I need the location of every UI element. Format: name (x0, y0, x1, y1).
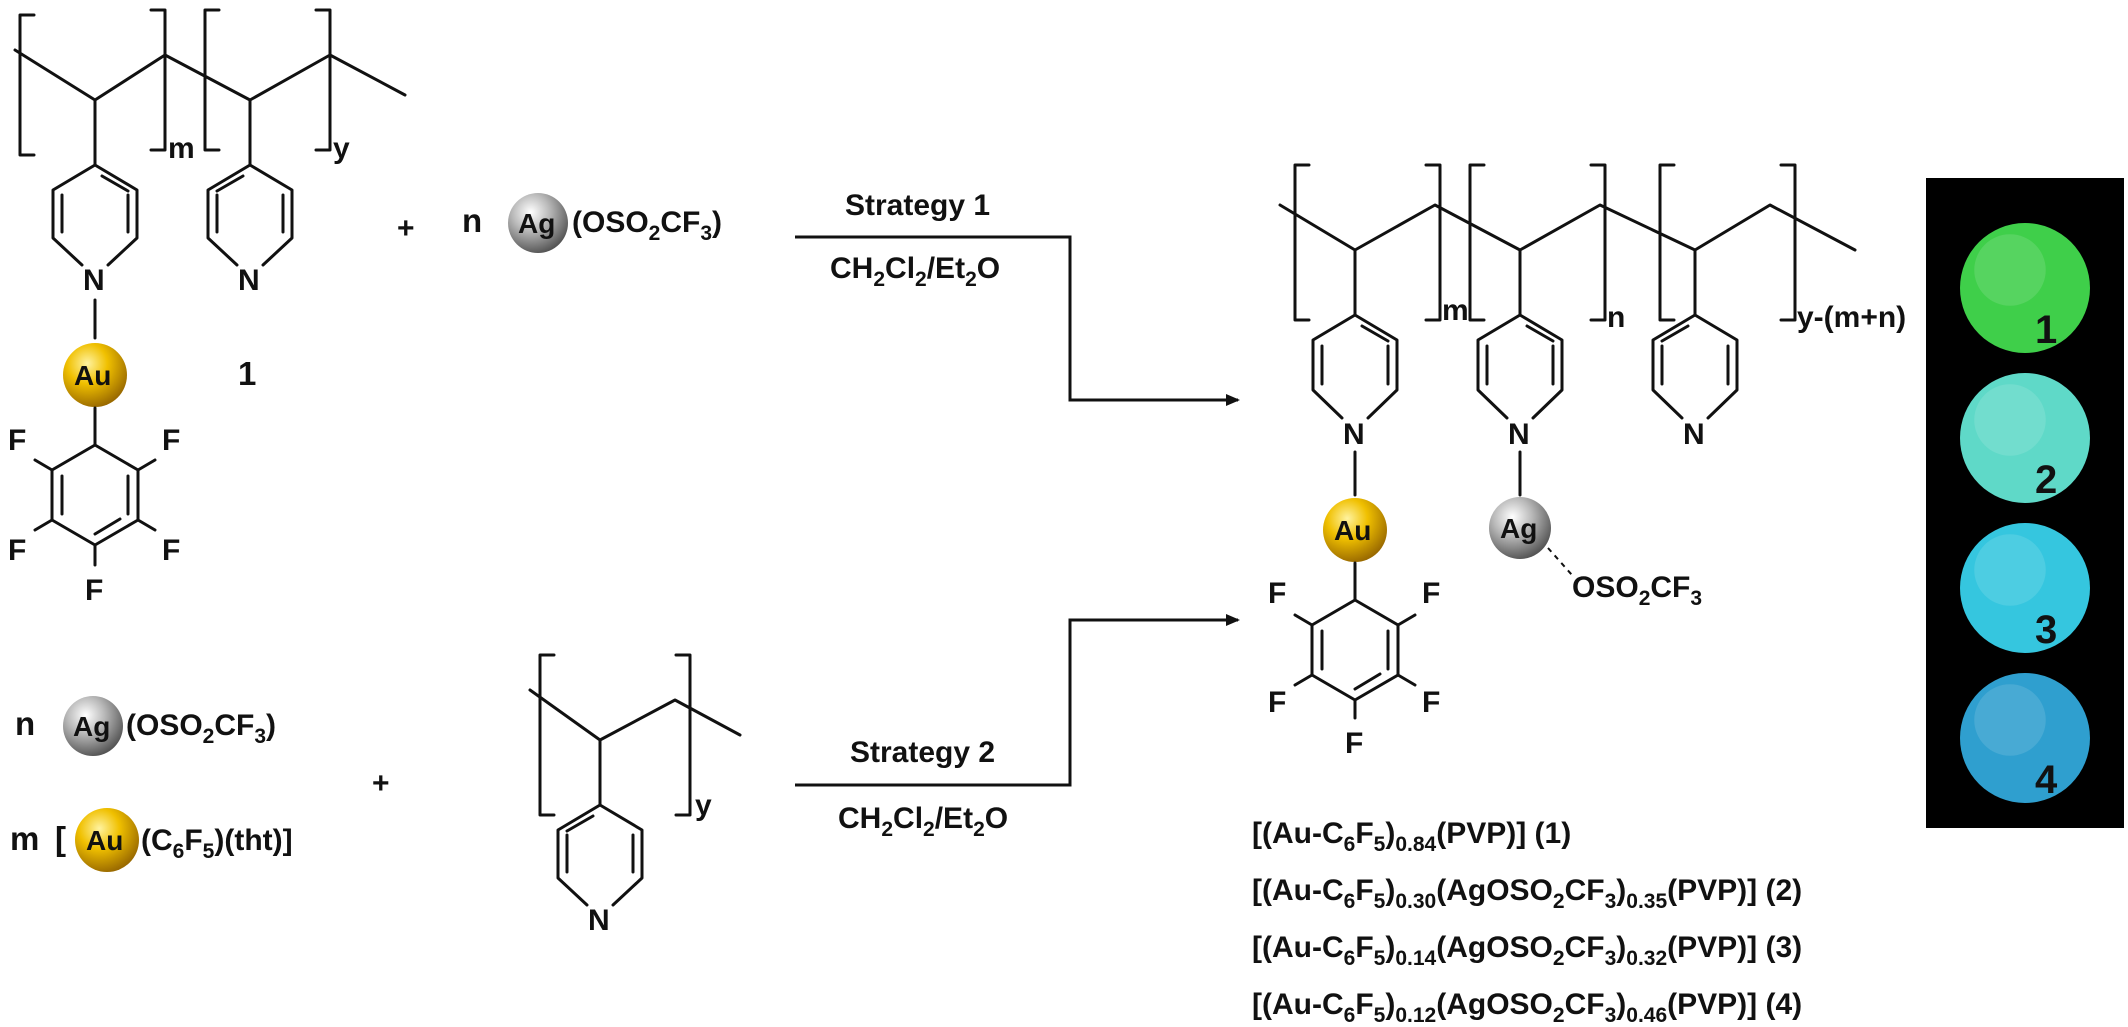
triflate-close: ) (712, 206, 722, 239)
index-n: n (1607, 301, 1625, 334)
nitrogen-label: N (1683, 418, 1705, 451)
silver-atom-icon (63, 696, 123, 756)
triflate-sub-3: 3 (700, 222, 712, 245)
fluorine-label: F (1345, 727, 1363, 760)
open-bracket: [ (55, 820, 66, 857)
silver-label: Ag (73, 711, 110, 742)
silver-triflate-reagent-1: n Ag (OSO2CF3) (462, 193, 722, 253)
strategy-1-arrow: Strategy 1 CH2Cl2/Et2O (795, 189, 1240, 406)
gold-reagent-formula: (C6F5)(tht)] (141, 824, 293, 863)
strategy-2-solvent: CH2Cl2/Et2O (838, 802, 1008, 841)
triflate-formula: (OSO2CF3) (126, 709, 276, 748)
nitrogen-label: N (1508, 418, 1530, 451)
nitrogen-label: N (238, 264, 260, 297)
silver-atom-icon (1489, 497, 1551, 559)
index-y: y (333, 132, 350, 165)
plus-sign: + (372, 767, 390, 800)
strategy-2-label: Strategy 2 (850, 736, 995, 769)
fluorine-label: F (8, 534, 26, 567)
index-y: y (695, 789, 712, 822)
fluorine-label: F (1268, 686, 1286, 719)
index-m: m (168, 132, 195, 165)
sample-disc (1960, 673, 2090, 803)
strategy-2-arrow: Strategy 2 CH2Cl2/Et2O (795, 614, 1240, 841)
gold-label: Au (74, 360, 111, 391)
fluorine-label: F (162, 534, 180, 567)
gold-label: Au (86, 825, 123, 856)
product-polymer: m n y-(m+n) N Au F F F F F N Ag OSO2CF3 (1268, 163, 1906, 760)
product-formulas: [(Au-C6F5)0.84(PVP)] (1) [(Au-C6F5)0.30(A… (1252, 817, 1802, 1027)
compound-number-1: 1 (238, 355, 256, 392)
sample-disc (1960, 523, 2090, 653)
index-y-minus-m-plus-n: y-(m+n) (1797, 301, 1906, 334)
index-m: m (1442, 294, 1469, 327)
triflate-part: (OSO (572, 206, 649, 239)
sample-highlight (1974, 534, 2046, 606)
fluorine-label: F (1422, 686, 1440, 719)
strategy-1-label: Strategy 1 (845, 189, 990, 222)
gold-atom-icon (75, 808, 139, 872)
formula-line: [(Au-C6F5)0.12(AgOSO2CF3)0.46(PVP)] (4) (1252, 988, 1802, 1027)
fluorine-label: F (162, 424, 180, 457)
nitrogen-label: N (83, 264, 105, 297)
strategy-1-solvent: CH2Cl2/Et2O (830, 252, 1000, 291)
fluorine-label: F (85, 574, 103, 607)
pvp-polymer: y N (528, 653, 742, 937)
sample-highlight (1974, 234, 2046, 306)
triflate-sub-2: 2 (649, 222, 661, 245)
formula-line: [(Au-C6F5)0.84(PVP)] (1) (1252, 817, 1571, 856)
coefficient-m: m (10, 820, 39, 857)
formula-line: [(Au-C6F5)0.14(AgOSO2CF3)0.32(PVP)] (3) (1252, 931, 1802, 970)
sample-number: 4 (2035, 758, 2058, 802)
silver-label: Ag (1500, 513, 1537, 544)
sample-highlight (1974, 384, 2046, 456)
coefficient-n: n (462, 202, 482, 239)
sample-number: 3 (2035, 608, 2057, 652)
coefficient-n: n (15, 705, 35, 742)
product-triflate: OSO2CF3 (1572, 571, 1702, 610)
sample-number: 2 (2035, 458, 2057, 502)
triflate-formula: (OSO2CF3) (572, 206, 722, 245)
silver-triflate-reagent-2: n Ag (OSO2CF3) (15, 696, 276, 756)
sample-disc (1960, 373, 2090, 503)
gold-label: Au (1334, 515, 1371, 546)
plus-sign: + (397, 212, 415, 245)
fluorine-label: F (8, 424, 26, 457)
nitrogen-label: N (588, 904, 610, 937)
silver-atom-icon (508, 193, 568, 253)
triflate-cf: CF (660, 206, 700, 239)
gold-atom-icon (1323, 498, 1387, 562)
formula-line: [(Au-C6F5)0.30(AgOSO2CF3)0.35(PVP)] (2) (1252, 874, 1802, 913)
reactant-polymer-1: m y N N Au 1 F F F F F (8, 8, 407, 607)
fluorine-label: F (1422, 577, 1440, 610)
sample-highlight (1974, 684, 2046, 756)
sample-disc (1960, 223, 2090, 353)
photo-samples: 1 2 3 4 (1960, 223, 2090, 803)
gold-atom-icon (63, 343, 127, 407)
fluorine-label: F (1268, 577, 1286, 610)
nitrogen-label: N (1343, 418, 1365, 451)
gold-reagent: m [ Au (C6F5)(tht)] (10, 808, 293, 872)
silver-label: Ag (518, 208, 555, 239)
sample-number: 1 (2035, 308, 2057, 352)
